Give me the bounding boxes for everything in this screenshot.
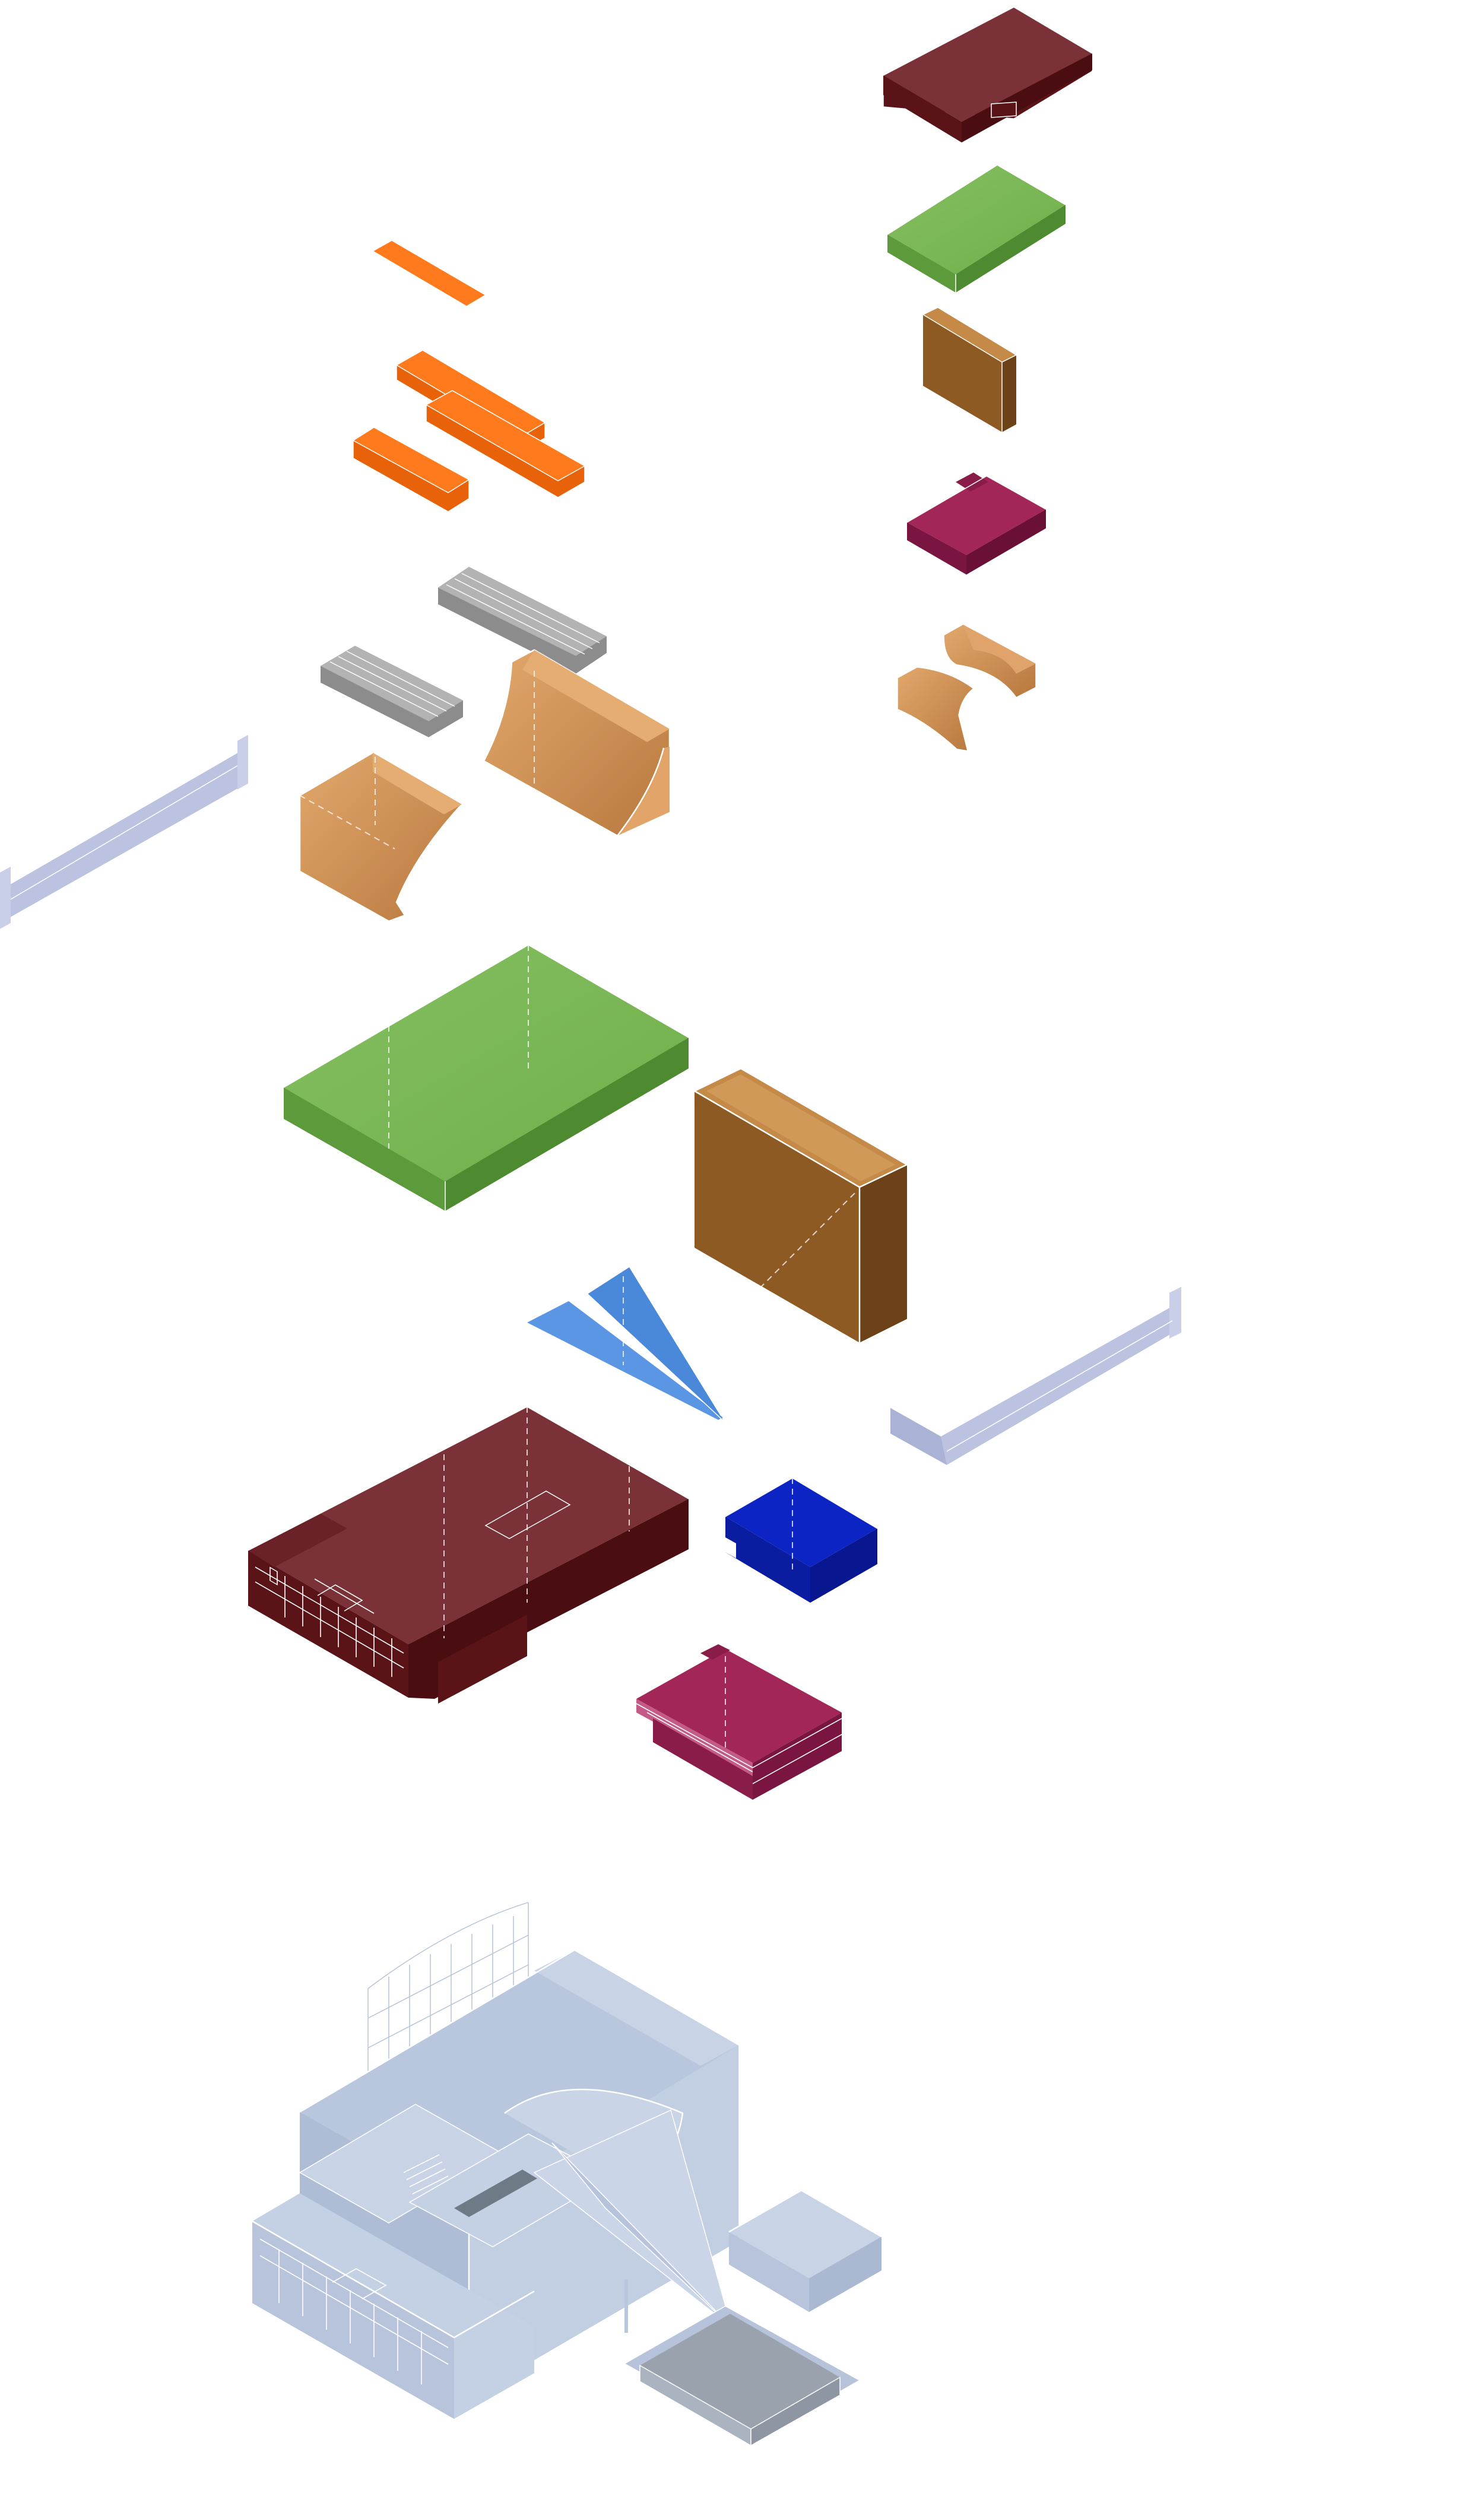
lavender-wall-left	[0, 735, 248, 929]
blue-canopy-fins	[527, 1267, 723, 1420]
orange-bar-1	[372, 240, 487, 307]
magenta-pavilion	[636, 1644, 842, 1800]
blue-box	[725, 1477, 878, 1603]
orange-bar-pair	[395, 350, 586, 498]
green-slab-small	[887, 164, 1066, 293]
tan-curved-shell-left	[299, 751, 463, 922]
green-slab-large	[283, 944, 689, 1211]
tan-shells-small	[897, 624, 1036, 751]
grey-louver-1	[438, 567, 607, 674]
assembled-complex	[252, 1902, 882, 2447]
magenta-slab-small	[906, 472, 1047, 575]
orange-bar-3	[352, 427, 470, 512]
maroon-slab-small	[883, 7, 1093, 142]
brown-box-large	[694, 1067, 908, 1343]
lavender-wall-right	[890, 1287, 1181, 1465]
maroon-podium-building	[248, 1406, 689, 1704]
grey-louver-2	[321, 646, 463, 737]
tan-curved-shell-right	[483, 649, 671, 837]
brown-box-small	[922, 307, 1017, 432]
